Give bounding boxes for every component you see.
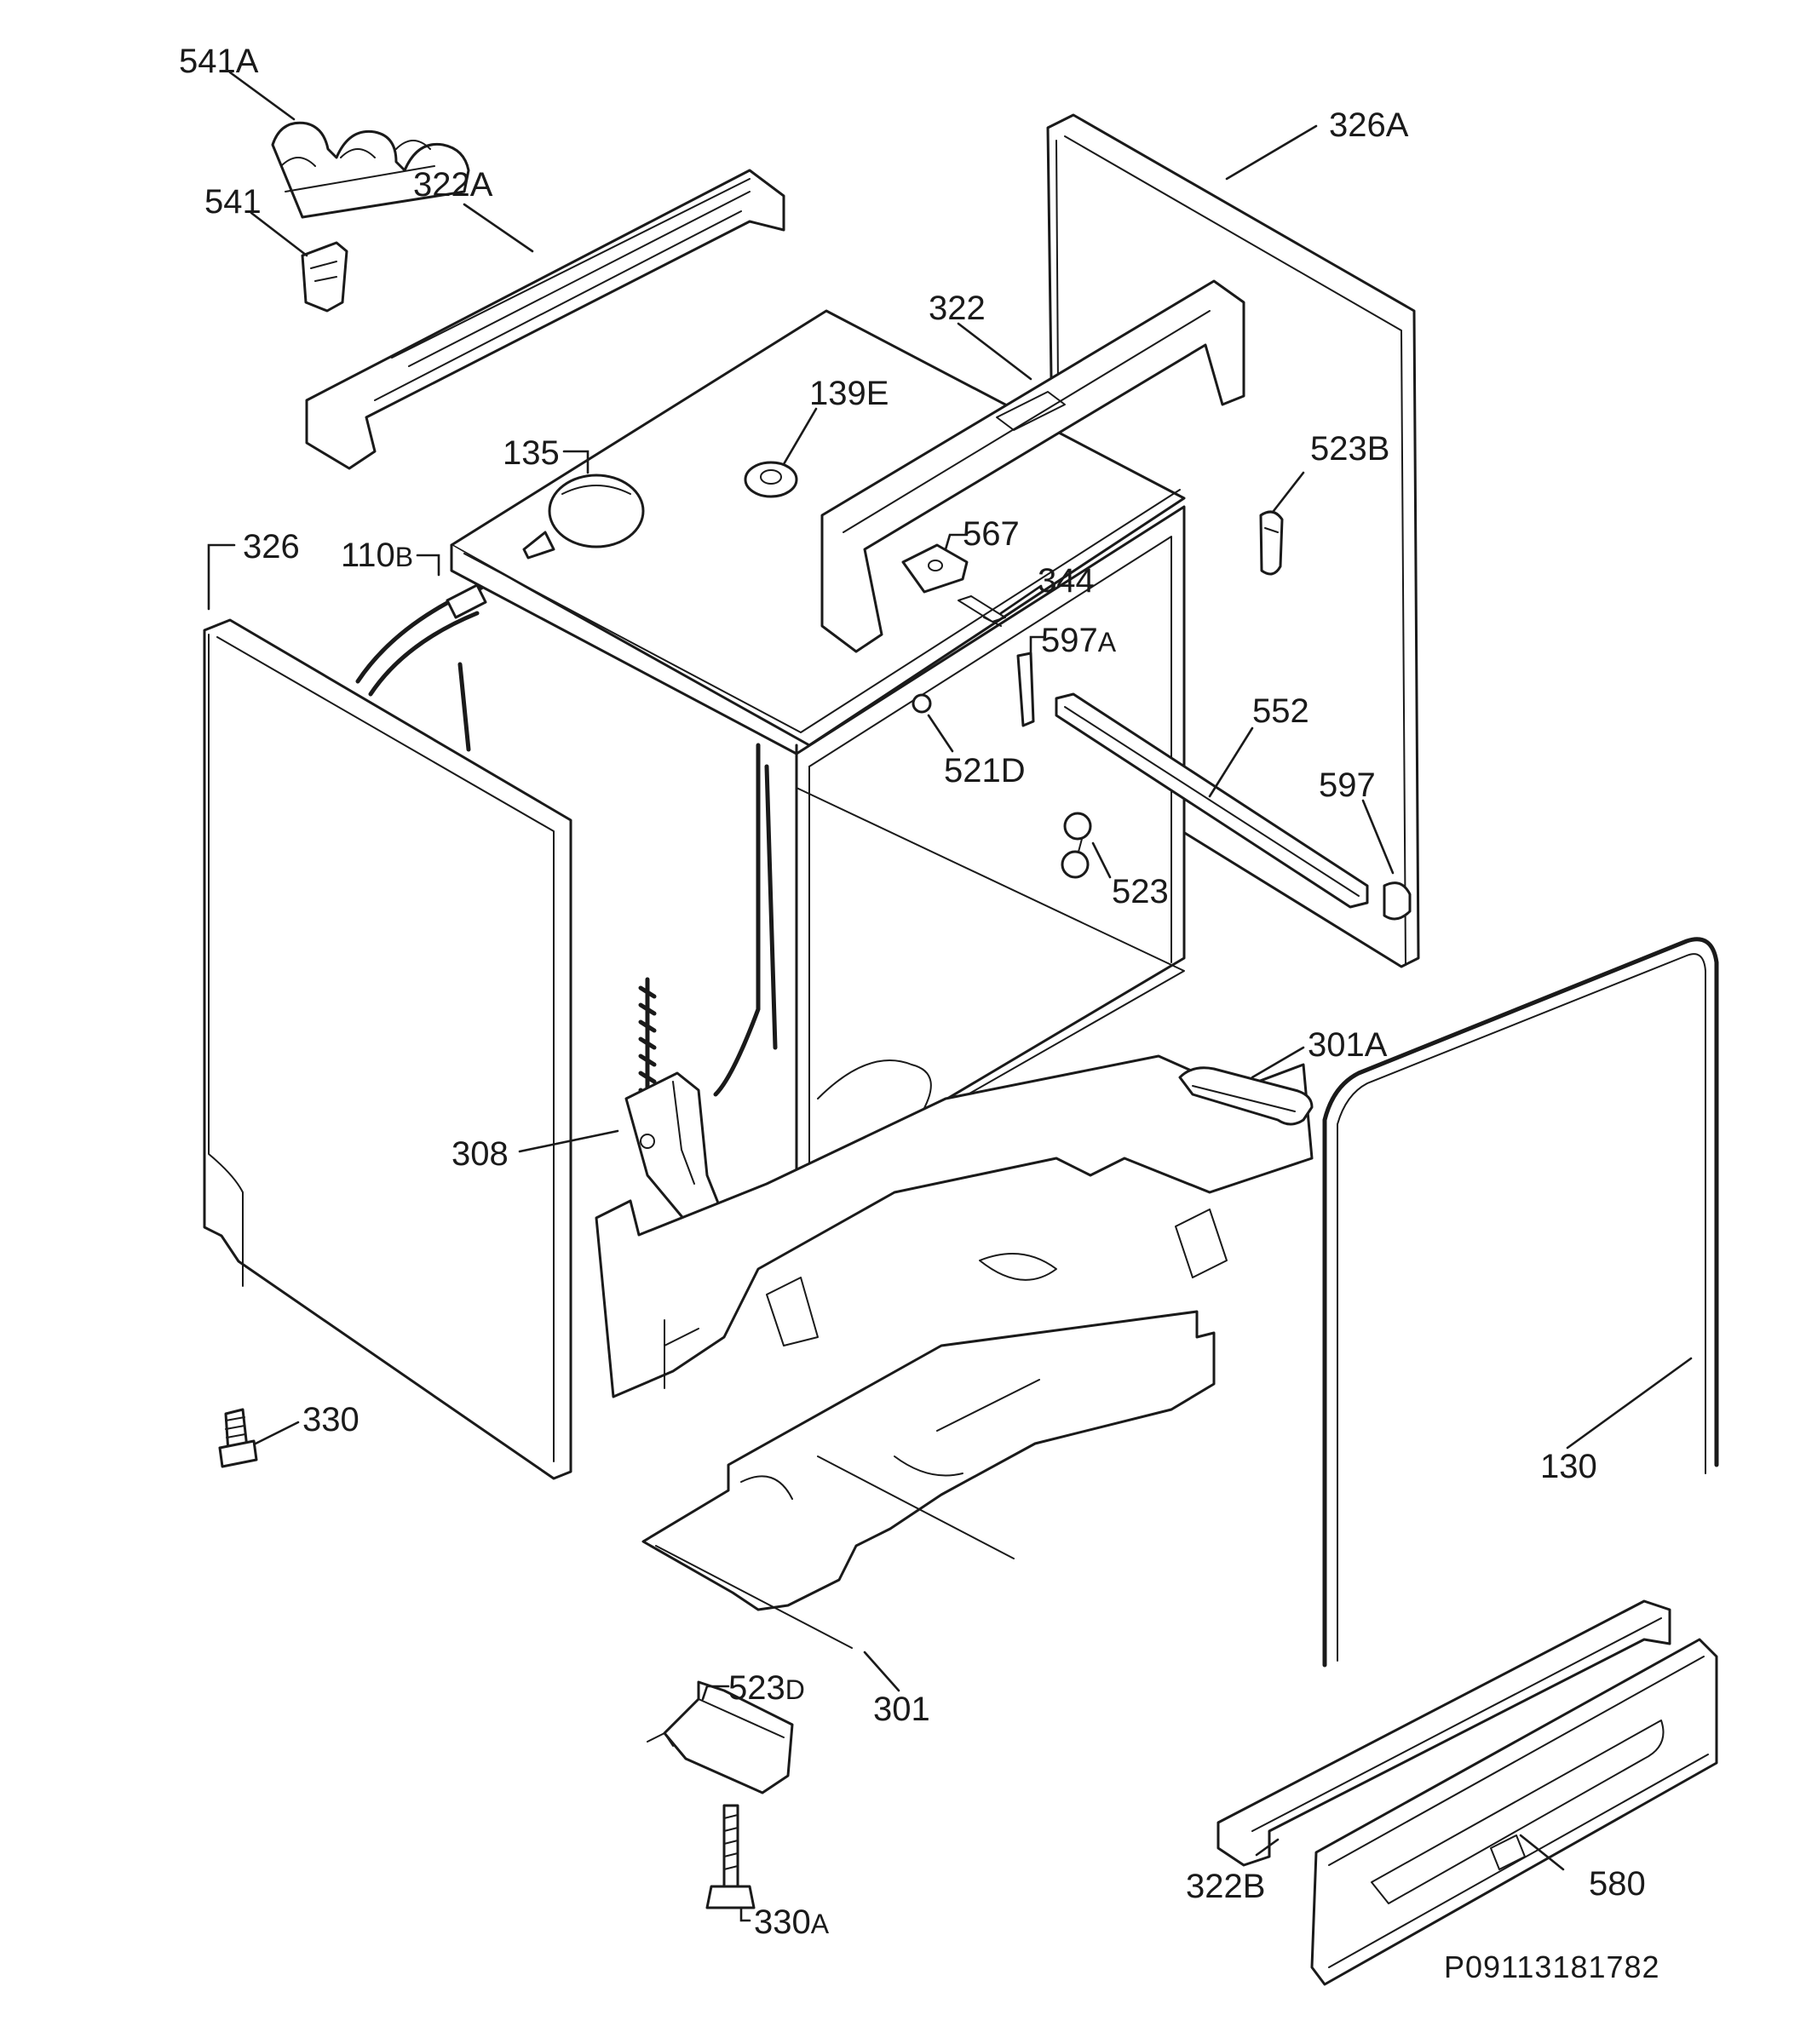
part-523D-bracket <box>647 1680 794 1794</box>
part-labels: 541A 541 322A 326A 322 139E 135 523B 326… <box>179 43 1660 1984</box>
part-301A-handle <box>1178 1066 1314 1126</box>
label-130: 130 <box>1540 1448 1597 1485</box>
label-344: 344 <box>1038 562 1095 600</box>
part-541-clip <box>301 241 348 313</box>
label-330A-number: 330 <box>754 1903 811 1941</box>
part-552-rail <box>1055 692 1369 909</box>
label-330: 330 <box>302 1401 359 1438</box>
part-322B-bottom-rail <box>1216 1599 1671 1867</box>
label-523: 523 <box>1112 873 1169 910</box>
label-541: 541 <box>204 183 262 221</box>
label-597A-number: 597 <box>1041 622 1098 659</box>
label-523B: 523B <box>1310 430 1389 468</box>
label-110B: 110B <box>341 537 413 574</box>
label-301: 301 <box>873 1691 930 1728</box>
part-301-base-tray <box>641 1310 1216 1649</box>
part-326-left-side-panel <box>203 618 572 1480</box>
part-130-door-seal <box>1322 937 1719 1668</box>
part-110B-drain-hose <box>355 583 487 752</box>
label-580: 580 <box>1589 1865 1646 1903</box>
part-base-frame <box>595 1054 1314 1398</box>
part-567-bracket <box>901 543 969 594</box>
part-308-hinge <box>624 977 726 1237</box>
label-521D: 521D <box>944 752 1026 789</box>
label-322A: 322A <box>413 166 493 204</box>
label-330A: 330A <box>754 1903 830 1941</box>
part-322-top-rail <box>820 279 1245 653</box>
label-541A: 541A <box>179 43 259 80</box>
label-135: 135 <box>503 434 560 472</box>
label-597: 597 <box>1319 766 1376 804</box>
label-308: 308 <box>452 1135 509 1173</box>
label-139E: 139E <box>809 375 889 412</box>
part-322A-top-rail <box>305 169 785 470</box>
part-344-spring <box>958 595 1006 627</box>
part-330A-bolt-foot <box>705 1804 756 1909</box>
label-330A-suffix: A <box>811 1909 830 1939</box>
part-521D-nut <box>912 693 932 714</box>
part-135-cap <box>522 474 645 560</box>
label-552: 552 <box>1252 692 1309 730</box>
label-523D-suffix: D <box>785 1674 805 1705</box>
label-567: 567 <box>963 515 1020 553</box>
label-110B-suffix: B <box>395 542 413 572</box>
part-523-rollers <box>1061 812 1092 879</box>
part-330-foot <box>218 1408 258 1468</box>
label-322B: 322B <box>1186 1868 1265 1905</box>
part-523B-ring <box>1259 510 1284 576</box>
label-110B-number: 110 <box>341 537 395 574</box>
label-597A-suffix: A <box>1098 627 1117 657</box>
part-580-kick-plate <box>1310 1638 1718 1986</box>
label-523D-number: 523 <box>728 1669 785 1707</box>
part-597-end-cap <box>1383 881 1412 921</box>
part-541A-hose-clips <box>271 121 470 219</box>
label-322: 322 <box>929 290 986 327</box>
part-597A-pin <box>1016 652 1035 727</box>
label-523D: 523D <box>728 1669 805 1707</box>
leader-lines <box>207 71 1693 1922</box>
label-326A: 326A <box>1329 106 1409 144</box>
label-301A: 301A <box>1308 1026 1388 1064</box>
drawing-code: P09113181782 <box>1444 1949 1660 1984</box>
label-326: 326 <box>243 528 300 566</box>
label-597A: 597A <box>1041 622 1117 659</box>
part-139E-spray-head <box>744 461 798 498</box>
